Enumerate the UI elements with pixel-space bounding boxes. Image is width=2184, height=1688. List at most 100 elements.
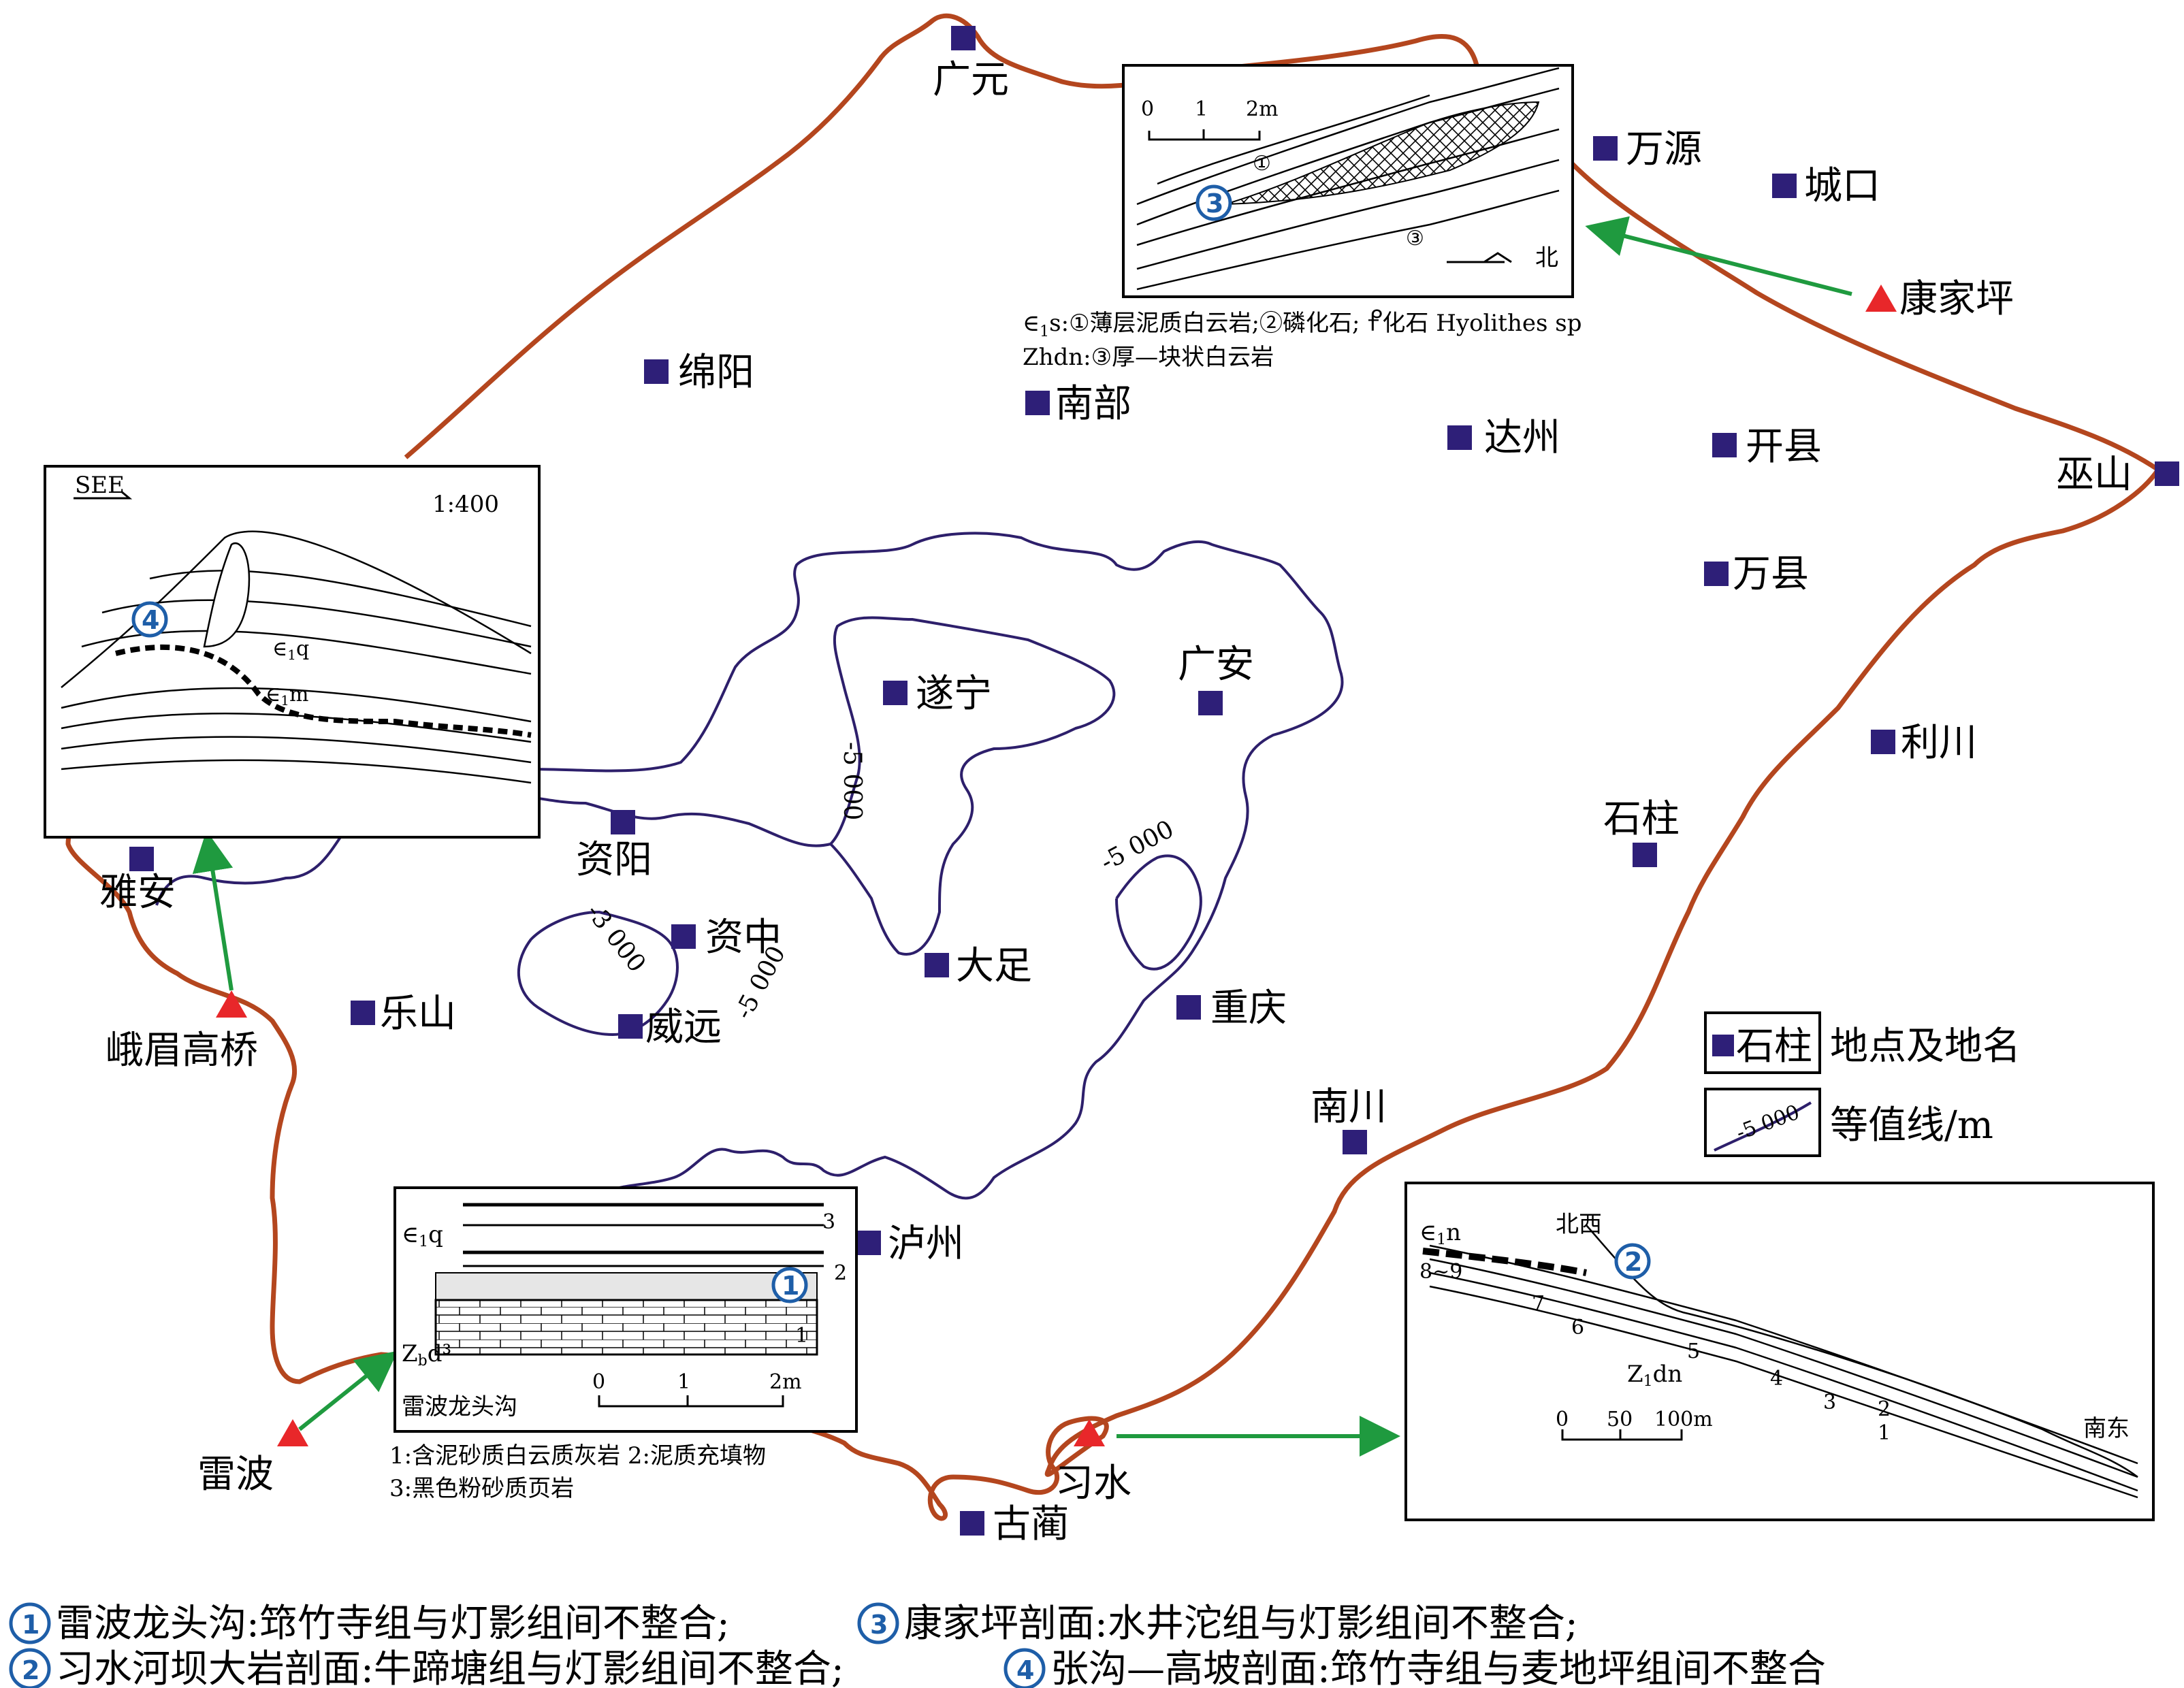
town-guangyuan: 广元 [933, 26, 1009, 102]
isoline-chongqing [1115, 854, 1202, 971]
leibo-bed-3: 3 [822, 1210, 835, 1234]
svg-text:3: 3 [1206, 189, 1223, 218]
emei-unit-upper: ∈1q [272, 637, 309, 663]
svg-text:雷波: 雷波 [197, 1452, 274, 1497]
legend-town-label: 地点及地名 [1830, 1024, 2021, 1069]
section-xishui: 习水 [1055, 1419, 1131, 1506]
xishui-slope [1429, 1224, 2138, 1499]
legend-iso-label: 等值线/m [1830, 1103, 1993, 1148]
kangjiaping-unit-1: ① [1253, 152, 1271, 176]
town-guang-an: 广安 [1178, 643, 1254, 715]
leibo-unit-bottom: Zbd³ [402, 1340, 451, 1369]
kangjiaping-hatched-body [1225, 101, 1540, 205]
town-chongqing: 重庆 [1176, 986, 1287, 1030]
svg-text:资中: 资中 [705, 915, 782, 960]
town-nanbu: 南部 [1025, 382, 1131, 426]
isoline-inner-5000 [829, 616, 1116, 956]
town-gulin: 古蔺 [960, 1502, 1069, 1546]
svg-text:习水河坝大岩剖面:牛蹄塘组与灯影组间不整合;: 习水河坝大岩剖面:牛蹄塘组与灯影组间不整合; [56, 1647, 844, 1688]
svg-text:5: 5 [1687, 1340, 1700, 1363]
svg-text:南川: 南川 [1311, 1085, 1387, 1129]
leibo-note-2: 3:黑色粉砂质页岩 [389, 1475, 574, 1502]
svg-text:巫山: 巫山 [2056, 453, 2132, 497]
isoline-labels: -5 000 -5 000 -3 000 -5 000 [581, 742, 1178, 1024]
kangjiaping-north: 北 [1447, 244, 1558, 272]
town-nanchuan: 南川 [1311, 1085, 1387, 1154]
isoline-label-weiyuan: -3 000 [581, 898, 651, 977]
caption-2: 2 习水河坝大岩剖面:牛蹄塘组与灯影组间不整合; [9, 1647, 844, 1688]
xishui-dir-left: 北西 [1556, 1211, 1602, 1238]
xishui-black-bed [1422, 1248, 1587, 1276]
svg-text:3: 3 [1823, 1391, 1836, 1414]
arrows [192, 216, 1852, 1457]
xishui-marker-circle: 2 [1614, 1243, 1651, 1280]
kangjiaping-scale: 0 1 2m [1141, 97, 1279, 141]
svg-text:4: 4 [142, 605, 159, 635]
town-suining: 遂宁 [883, 672, 992, 716]
emei-unit-lower: ∈1m [266, 683, 308, 709]
isoline-outer [449, 532, 1344, 1295]
section-emei-gaoqiao: 峨眉高桥 [106, 990, 258, 1073]
svg-text:2m: 2m [1246, 97, 1279, 121]
leibo-dolomite-bed [434, 1299, 818, 1356]
towns: 广元 万源 城口 绵阳 南部 达州 开县 巫山 万县 广安 遂宁 利川 石柱 雅… [99, 26, 2179, 1546]
leibo-marker-circle: 1 [771, 1267, 808, 1303]
svg-text:大足: 大足 [956, 944, 1032, 988]
town-kaixian: 开县 [1712, 425, 1822, 469]
svg-text:资阳: 资阳 [576, 838, 652, 882]
svg-text:康家坪: 康家坪 [1899, 277, 2014, 321]
svg-text:广元: 广元 [933, 58, 1009, 102]
svg-text:1: 1 [22, 1610, 39, 1640]
svg-text:0: 0 [1556, 1408, 1569, 1431]
svg-text:万县: 万县 [1733, 552, 1809, 596]
inset-emei: SEE 1:400 4 ∈1q ∈1m [44, 465, 541, 839]
xishui-unit-bottom: Z1dn [1627, 1361, 1682, 1390]
leibo-title: 雷波龙头沟 [402, 1393, 517, 1421]
inset-leibo: ∈1q Zbd³ 3 2 1 1 雷波龙头沟 0 1 2m [394, 1186, 858, 1433]
town-ya-an: 雅安 [99, 847, 176, 915]
town-chengkou: 城口 [1772, 164, 1880, 208]
svg-text:100m: 100m [1654, 1408, 1713, 1431]
svg-text:2m: 2m [769, 1370, 802, 1394]
svg-text:城口: 城口 [1804, 164, 1880, 208]
fossil-icon: 𐆠 [1367, 310, 1382, 337]
inset-kangjiaping: 0 1 2m 3 ① ③ 北 [1122, 64, 1574, 298]
svg-text:绵阳: 绵阳 [678, 351, 754, 395]
xishui-bed-numbers: 8~9 7 6 5 4 3 2 1 [1419, 1260, 1891, 1445]
svg-text:2: 2 [22, 1655, 39, 1685]
svg-text:北: 北 [1535, 244, 1558, 272]
svg-text:1: 1 [1878, 1421, 1891, 1445]
caption-1: 1 雷波龙头沟:筇竹寺组与灯影组间不整合; [9, 1602, 730, 1646]
kangjiaping-marker-circle: 3 [1195, 184, 1232, 221]
svg-text:3: 3 [870, 1610, 888, 1640]
svg-text:雷波龙头沟:筇竹寺组与灯影组间不整合;: 雷波龙头沟:筇竹寺组与灯影组间不整合; [56, 1602, 730, 1646]
isoline-label-east: -5 000 [1096, 815, 1178, 877]
emei-direction: SEE [75, 472, 125, 499]
leibo-note-1: 1:含泥砂质白云质灰岩 2:泥质充填物 [389, 1442, 766, 1470]
emei-black-bed [115, 644, 532, 738]
svg-text:广安: 广安 [1178, 643, 1254, 687]
svg-text:张沟—高坡剖面:筇竹寺组与麦地坪组间不整合: 张沟—高坡剖面:筇竹寺组与麦地坪组间不整合 [1050, 1647, 1826, 1688]
leibo-shale-bed [435, 1272, 818, 1301]
emei-direction-arrow [74, 490, 133, 500]
xishui-dir-right: 南东 [2083, 1415, 2130, 1442]
section-kangjiaping: 康家坪 [1865, 277, 2014, 321]
svg-text:2: 2 [1878, 1397, 1891, 1421]
svg-text:1: 1 [677, 1370, 690, 1394]
emei-marker-circle: 4 [131, 601, 168, 638]
svg-text:万源: 万源 [1626, 127, 1702, 172]
leibo-strata [463, 1203, 824, 1267]
kangjiaping-notes: ∈1s:①薄层泥质白云岩;②磷化石; 𐆠化石 Hyolithes sp Zhdn… [1023, 310, 1581, 371]
kangjiaping-note-1: ∈1s:①薄层泥质白云岩;②磷化石; 𐆠化石 Hyolithes sp [1023, 310, 1581, 340]
xishui-scale: 0 50 100m [1556, 1408, 1713, 1441]
svg-text:石柱: 石柱 [1603, 797, 1680, 841]
town-zizhong: 资中 [671, 915, 782, 960]
kangjiaping-strata [1136, 67, 1560, 291]
leibo-scale: 0 1 2m [592, 1370, 802, 1408]
svg-text:6: 6 [1571, 1316, 1584, 1340]
svg-text:雅安: 雅安 [99, 871, 176, 915]
svg-text:4: 4 [1016, 1655, 1034, 1685]
svg-text:8~9: 8~9 [1419, 1260, 1462, 1284]
svg-text:7: 7 [1532, 1292, 1545, 1316]
